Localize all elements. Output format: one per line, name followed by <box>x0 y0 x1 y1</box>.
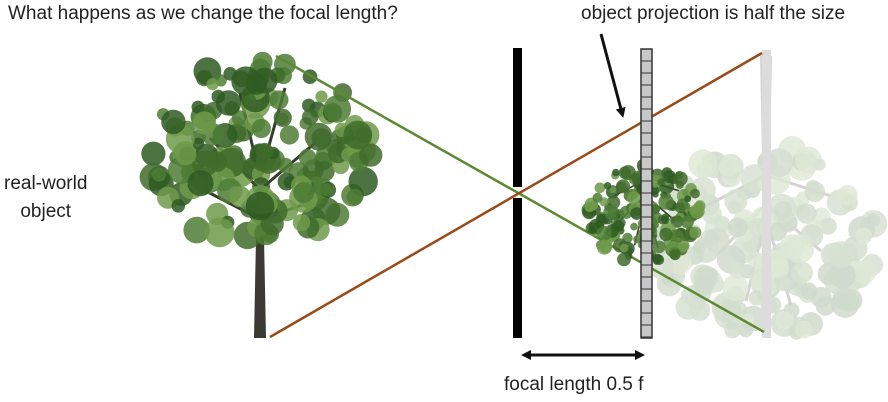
barrier-bottom <box>513 198 522 338</box>
ghost-film-plane <box>762 50 771 338</box>
arrow-icon <box>599 33 626 118</box>
tree-image <box>139 51 383 338</box>
object-label-line1: real-world <box>4 173 88 194</box>
projection-annotation: object projection is half the size <box>581 3 846 24</box>
slide-title: What happens as we change the focal leng… <box>8 3 398 24</box>
ray-bottom-to-top <box>269 51 763 339</box>
focal-length-label: focal length 0.5 f <box>504 374 644 395</box>
object-label-line2: object <box>20 201 72 222</box>
film-plane <box>640 48 653 339</box>
tree-foliage <box>139 51 383 250</box>
barrier-top <box>513 48 522 187</box>
real-world-object-label: real-world object <box>4 170 87 226</box>
